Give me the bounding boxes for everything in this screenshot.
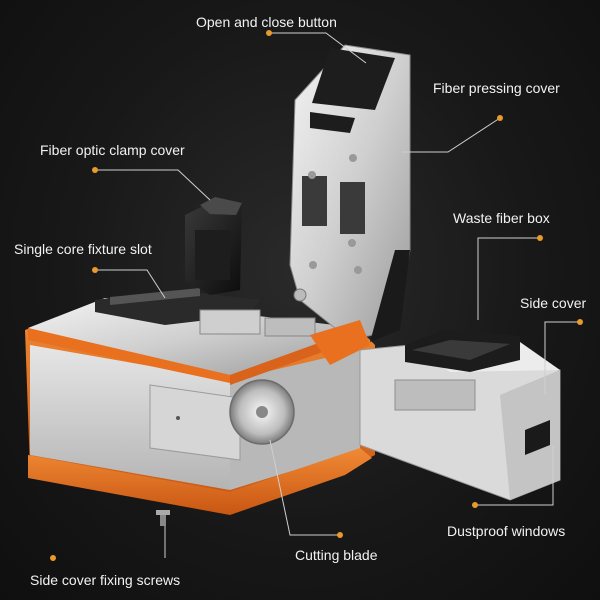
label-side-cover: Side cover <box>520 295 587 311</box>
cutting-blade-part <box>229 379 295 445</box>
clamp-cover-part <box>185 197 242 295</box>
cleaver-body <box>25 298 375 515</box>
label-fixture-slot: Single core fixture slot <box>14 241 152 257</box>
label-open-close-button: Open and close button <box>196 14 337 30</box>
leader-lines <box>95 32 580 558</box>
label-dustproof-windows: Dustproof windows <box>447 523 566 539</box>
hinge-part <box>310 320 370 365</box>
pressing-cover-part <box>289 44 411 342</box>
label-fixing-screws: Side cover fixing screws <box>30 572 181 588</box>
fixture-slot-part <box>95 288 316 337</box>
label-cutting-blade: Cutting blade <box>295 547 378 563</box>
label-waste-fiber-box: Waste fiber box <box>453 210 550 226</box>
waste-box-part <box>405 330 520 372</box>
label-fiber-pressing-cover: Fiber pressing cover <box>433 80 560 96</box>
label-clamp-cover: Fiber optic clamp cover <box>40 142 185 158</box>
label-dots <box>50 30 583 561</box>
fixing-screw-part <box>156 510 170 526</box>
